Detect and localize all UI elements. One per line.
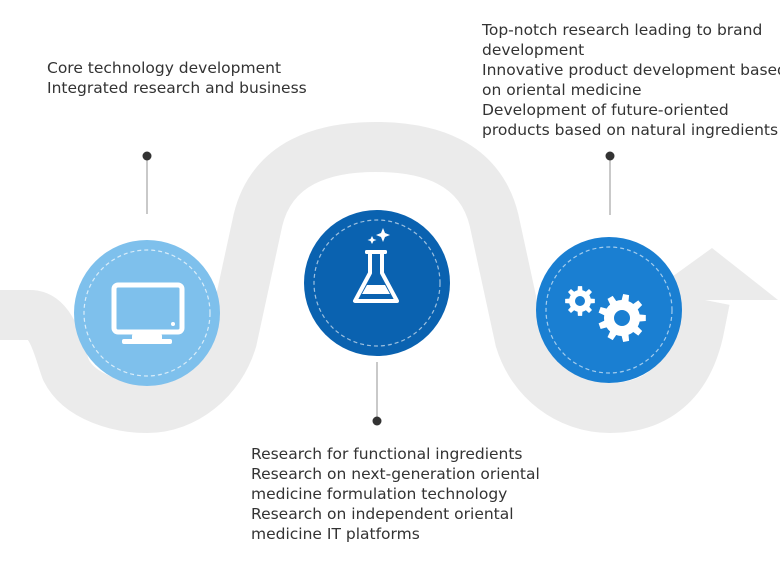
stage-1-circle-ring	[83, 249, 211, 377]
monitor-icon	[111, 282, 185, 344]
stage-3-line: Top-notch research leading to brand	[482, 21, 763, 39]
stage-2-line: Research for functional ingredients	[251, 445, 523, 463]
connector-2	[372, 362, 382, 426]
connector-1-dot	[142, 151, 152, 161]
gears-icon	[565, 286, 646, 342]
stage-2-description: Research for functional ingredients Rese…	[251, 444, 540, 544]
stage-3-line: on oriental medicine	[482, 81, 642, 99]
stage-3-circle-ring	[545, 246, 673, 374]
stage-3-description: Top-notch research leading to brand deve…	[482, 20, 780, 140]
connector-2-dot	[372, 416, 382, 426]
stage-2-line: Research on independent oriental	[251, 505, 514, 523]
stage-2-circle-fill	[304, 210, 450, 356]
large-gear-icon	[598, 294, 646, 342]
gear-small-shape	[565, 286, 595, 316]
stage-3-line: Innovative product development based	[482, 61, 780, 79]
stage-3-circle	[536, 237, 682, 383]
stage-1-line: Core technology development	[47, 59, 282, 77]
flask-icon	[353, 228, 399, 303]
stage-2-circle	[304, 210, 450, 356]
stage-3-line: development	[482, 41, 585, 59]
stage-2-line: Research on next-generation oriental	[251, 465, 540, 483]
connector-3	[605, 151, 615, 215]
stage-2-line: medicine formulation technology	[251, 485, 508, 503]
gear-large-shape	[598, 294, 646, 342]
stage-1-circle-fill	[74, 240, 220, 386]
stage-1-line: Integrated research and business	[47, 79, 307, 97]
stage-3-line: Development of future-oriented	[482, 101, 729, 119]
connector-3-dot	[605, 151, 615, 161]
small-gear-icon	[565, 286, 595, 316]
stage-2-line: medicine IT platforms	[251, 525, 420, 543]
stage-2-circle-ring	[313, 219, 441, 347]
connector-1	[142, 151, 152, 214]
stage-3-line: products based on natural ingredients	[482, 121, 779, 139]
stage-1-circle	[74, 240, 220, 386]
stage-1-description: Core technology development Integrated r…	[47, 58, 307, 98]
wave-band	[0, 122, 730, 433]
